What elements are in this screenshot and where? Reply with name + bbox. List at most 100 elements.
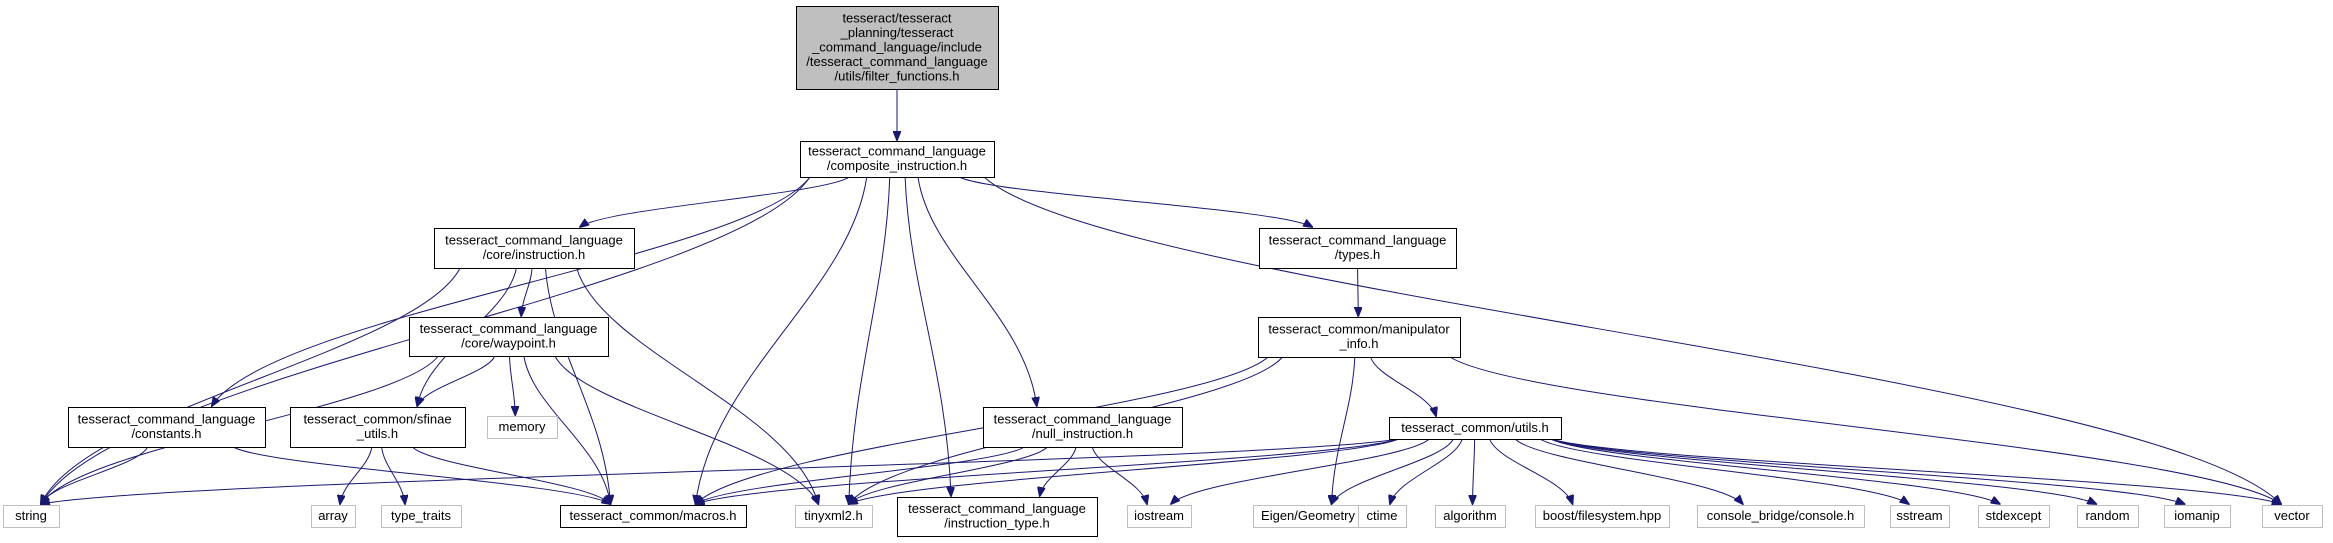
node-box	[983, 407, 1183, 448]
node-random: random	[2077, 505, 2139, 528]
edge-utils-to-tinyxml2	[849, 438, 1400, 504]
edge-constants-to-string	[41, 446, 149, 504]
node-box	[2164, 505, 2231, 528]
edge-null-instruction-to-iostream	[1091, 446, 1147, 504]
edge-constants-to-macros	[232, 446, 610, 504]
edge-utils-to-vector	[1550, 438, 2281, 504]
edge-core-waypoint-to-macros	[523, 355, 611, 504]
edge-utils-to-iostream	[1171, 438, 1430, 504]
node-label-line: _planning/tesseract	[840, 25, 954, 40]
node-utils[interactable]: tesseract_common/utils.h	[1389, 417, 1562, 440]
edge-utils-to-eigen	[1332, 438, 1454, 504]
edge-core-waypoint-to-memory	[509, 355, 516, 415]
node-label-line: /null_instruction.h	[1032, 426, 1133, 441]
node-composite[interactable]: tesseract_command_language/composite_ins…	[800, 141, 995, 178]
node-label-line: tesseract_command_language	[445, 233, 623, 248]
node-core-waypoint[interactable]: tesseract_command_language/core/waypoint…	[409, 317, 609, 357]
edge-manipulator-info-to-eigen	[1332, 356, 1356, 504]
edge-sfinae-to-array	[340, 446, 373, 504]
node-string: string	[3, 505, 60, 528]
edge-utils-to-ctime	[1390, 438, 1463, 504]
node-label-line: type_traits	[391, 508, 451, 523]
node-label-line: tesseract_command_language	[1269, 233, 1447, 248]
node-box	[1978, 505, 2050, 528]
edge-core-instruction-to-core-waypoint	[521, 267, 533, 316]
edge-composite-to-core-instruction	[580, 176, 850, 227]
node-vector: vector	[2262, 505, 2323, 528]
node-label-line: algorithm	[1443, 508, 1496, 523]
node-label-line: Eigen/Geometry	[1261, 508, 1355, 523]
edge-composite-to-types	[959, 176, 1312, 227]
node-root[interactable]: tesseract/tesseract_planning/tesseract_c…	[796, 6, 999, 90]
node-box	[434, 228, 635, 269]
edge-composite-to-instruction-type	[904, 176, 951, 496]
node-label-line: tesseract_command_language	[420, 321, 598, 336]
node-label-line: _info.h	[1338, 336, 1378, 351]
node-label-line: tesseract_command_language	[908, 501, 1086, 516]
node-label-line: /composite_instruction.h	[827, 158, 967, 173]
node-label-line: memory	[499, 419, 546, 434]
node-label-line: random	[2085, 508, 2129, 523]
node-box	[800, 141, 995, 178]
edge-sfinae-to-type-traits	[381, 446, 405, 504]
node-label-line: iostream	[1134, 508, 1184, 523]
node-label-line: _command_language/include	[811, 39, 982, 54]
node-label-line: /tesseract_command_language	[806, 54, 987, 69]
node-box	[1259, 228, 1457, 269]
node-label-line: tesseract_command_language	[808, 144, 986, 159]
edge-composite-to-tinyxml2	[849, 176, 891, 504]
nodes-layer: tesseract/tesseract_planning/tesseract_c…	[3, 6, 2323, 537]
node-label-line: _utils.h	[356, 426, 398, 441]
node-label-line: tinyxml2.h	[804, 508, 863, 523]
node-box	[381, 505, 462, 528]
node-box	[2077, 505, 2139, 528]
node-label-line: tesseract_common/sfinae	[303, 412, 451, 427]
node-constants[interactable]: tesseract_command_language/constants.h	[68, 407, 266, 448]
edge-utils-to-macros	[696, 438, 1400, 504]
node-label-line: tesseract_common/macros.h	[570, 508, 737, 523]
node-null-instruction[interactable]: tesseract_command_language/null_instruct…	[983, 407, 1183, 448]
node-tinyxml2: tinyxml2.h	[795, 505, 873, 528]
node-label-line: console_bridge/console.h	[1707, 508, 1854, 523]
node-manipulator-info[interactable]: tesseract_common/manipulator_info.h	[1258, 317, 1461, 358]
edge-null-instruction-to-instruction-type	[1040, 446, 1077, 496]
node-box	[311, 505, 356, 528]
node-macros[interactable]: tesseract_common/macros.h	[560, 505, 747, 528]
node-label-line: /utils/filter_functions.h	[834, 68, 959, 83]
edge-utils-to-stdexcept	[1550, 438, 2000, 504]
edge-utils-to-sstream	[1539, 438, 1909, 504]
edge-core-instruction-to-string	[41, 267, 461, 504]
edge-manipulator-info-to-vector	[1449, 356, 2281, 504]
node-label-line: tesseract_command_language	[994, 412, 1172, 427]
node-label-line: vector	[2274, 508, 2310, 523]
node-type-traits: type_traits	[381, 505, 462, 528]
node-stdexcept: stdexcept	[1978, 505, 2050, 528]
edge-types-to-manipulator-info	[1358, 267, 1359, 316]
node-box	[3, 505, 60, 528]
node-boost-fs: boost/filesystem.hpp	[1535, 505, 1670, 528]
node-box	[409, 317, 609, 357]
edge-core-instruction-to-macros	[544, 267, 610, 504]
edge-utils-to-boost-fs	[1489, 438, 1573, 504]
node-instruction-type[interactable]: tesseract_command_language/instruction_t…	[897, 497, 1098, 537]
node-ctime: ctime	[1358, 505, 1407, 528]
node-box	[560, 505, 747, 528]
node-core-instruction[interactable]: tesseract_command_language/core/instruct…	[434, 228, 635, 269]
edge-utils-to-iomanip	[1550, 438, 2185, 504]
node-types[interactable]: tesseract_command_language/types.h	[1259, 228, 1457, 269]
edge-null-instruction-to-tinyxml2	[849, 446, 1048, 504]
node-box	[1127, 505, 1192, 528]
node-console-bridge: console_bridge/console.h	[1697, 505, 1865, 528]
node-sfinae[interactable]: tesseract_common/sfinae_utils.h	[290, 407, 466, 448]
node-label-line: sstream	[1896, 508, 1942, 523]
node-box	[1890, 505, 1950, 528]
node-label-line: /constants.h	[131, 426, 201, 441]
node-box	[1258, 317, 1461, 358]
edge-core-waypoint-to-sfinae	[417, 355, 496, 406]
node-box	[2262, 505, 2323, 528]
node-label-line: boost/filesystem.hpp	[1543, 508, 1662, 523]
edge-utils-to-algorithm	[1473, 438, 1475, 504]
node-box	[487, 416, 558, 439]
edge-utils-to-console-bridge	[1514, 438, 1743, 504]
node-label-line: tesseract_command_language	[78, 412, 256, 427]
